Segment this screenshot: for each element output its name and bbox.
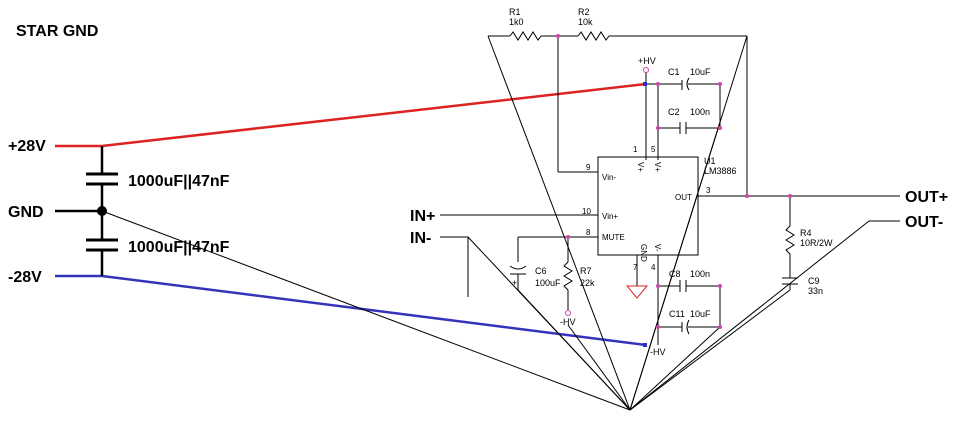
hv-plus-label: +HV bbox=[638, 56, 656, 66]
r4-ref: R4 bbox=[800, 228, 812, 238]
c6-capacitor bbox=[509, 265, 527, 290]
r4-resistor bbox=[785, 225, 795, 255]
c1-ref: C1 bbox=[668, 67, 680, 77]
label-out-minus: OUT- bbox=[905, 214, 943, 231]
hv-minus-c11-label: -HV bbox=[650, 347, 666, 357]
r1-ref: R1 bbox=[509, 7, 521, 17]
c6-ref: C6 bbox=[535, 266, 547, 276]
output-wiring bbox=[698, 195, 900, 290]
r4-value: 10R/2W bbox=[800, 238, 833, 248]
ic-pin-gnd: GND bbox=[639, 244, 648, 262]
power-block: STAR GND +28V -28V GND 1000uF||47nF 1000… bbox=[8, 23, 647, 347]
negative-decoupling bbox=[657, 255, 721, 345]
label-in-minus: IN- bbox=[410, 230, 431, 247]
label-out-plus: OUT+ bbox=[905, 189, 948, 206]
pin-1: 1 bbox=[633, 145, 638, 154]
node-mute bbox=[566, 235, 570, 239]
label-cap-top: 1000uF||47nF bbox=[128, 173, 230, 190]
ic-pin-mute: MUTE bbox=[602, 233, 625, 242]
r2-value: 10k bbox=[578, 17, 593, 27]
pin-7: 7 bbox=[633, 263, 638, 272]
node-c1-right bbox=[718, 82, 722, 86]
hv-minus-pin-marker bbox=[643, 343, 647, 347]
c2-ref: C2 bbox=[668, 107, 680, 117]
node-c2-right bbox=[718, 126, 722, 130]
node-c1-c2 bbox=[656, 82, 660, 86]
ic-ground-symbol bbox=[625, 255, 649, 299]
ic-part: LM3886 bbox=[704, 166, 737, 176]
pin-3: 3 bbox=[706, 186, 711, 195]
ic-pin-vin-minus: Vin- bbox=[602, 173, 616, 182]
pin-5: 5 bbox=[651, 145, 656, 154]
positive-decoupling bbox=[645, 72, 721, 160]
label-pos-28v: +28V bbox=[8, 138, 46, 155]
ic-pin-vin-plus: Vin+ bbox=[602, 212, 618, 221]
node-r1-r2 bbox=[556, 34, 560, 38]
star-ground-lines bbox=[101, 35, 870, 411]
node-out-zobel bbox=[788, 194, 792, 198]
r7-ref: R7 bbox=[580, 266, 592, 276]
c9-value: 33n bbox=[808, 286, 823, 296]
input-wiring bbox=[440, 214, 598, 297]
label-gnd: GND bbox=[8, 204, 44, 221]
c1-value: 10uF bbox=[690, 67, 711, 77]
ic-pin-vminus: V- bbox=[653, 244, 662, 252]
c2-value: 100n bbox=[690, 107, 710, 117]
c11-value: 10uF bbox=[690, 309, 711, 319]
node-c8-right bbox=[718, 284, 722, 288]
ic-lm3886-body bbox=[597, 156, 699, 256]
ic-ref: U1 bbox=[704, 156, 716, 166]
c8-value: 100n bbox=[690, 269, 710, 279]
node-c11-right bbox=[718, 325, 722, 329]
hv-minus-r7-terminal bbox=[565, 310, 571, 316]
c8-ref: C8 bbox=[669, 269, 681, 279]
hv-minus-r7-label: -HV bbox=[560, 317, 576, 327]
r7-value: 22k bbox=[580, 278, 595, 288]
r1-resistor bbox=[509, 31, 542, 41]
node-c8-left bbox=[656, 284, 660, 288]
hv-plus-pin-marker bbox=[643, 82, 647, 86]
hv-plus-terminal bbox=[643, 67, 649, 73]
label-in-plus: IN+ bbox=[410, 208, 435, 225]
r1-value: 1k0 bbox=[509, 17, 524, 27]
c9-ref: C9 bbox=[808, 276, 820, 286]
pin-8: 8 bbox=[586, 228, 591, 237]
ic-pin-vplus-1: V+ bbox=[636, 162, 645, 172]
r7-resistor bbox=[563, 261, 573, 310]
label-cap-bottom: 1000uF||47nF bbox=[128, 239, 230, 256]
label-neg-28v: -28V bbox=[8, 269, 42, 286]
node-out-fb bbox=[745, 194, 749, 198]
ic-pin-out: OUT bbox=[675, 193, 692, 202]
pin-10: 10 bbox=[582, 207, 591, 216]
c11-ref: C11 bbox=[669, 309, 685, 319]
r2-resistor bbox=[577, 31, 610, 41]
pos-rail-wire bbox=[101, 82, 647, 148]
r2-ref: R2 bbox=[578, 7, 590, 17]
node-c11-left bbox=[656, 325, 660, 329]
title-star-gnd: STAR GND bbox=[16, 23, 98, 40]
node-c2-left bbox=[656, 126, 660, 130]
c6-polarity: + bbox=[512, 278, 517, 288]
pin-9: 9 bbox=[586, 163, 591, 172]
ic-pin-vplus-2: V+ bbox=[653, 162, 662, 172]
pin-4: 4 bbox=[651, 263, 656, 272]
neg-rail-wire bbox=[101, 274, 647, 347]
c6-value: 100uF bbox=[535, 278, 561, 288]
